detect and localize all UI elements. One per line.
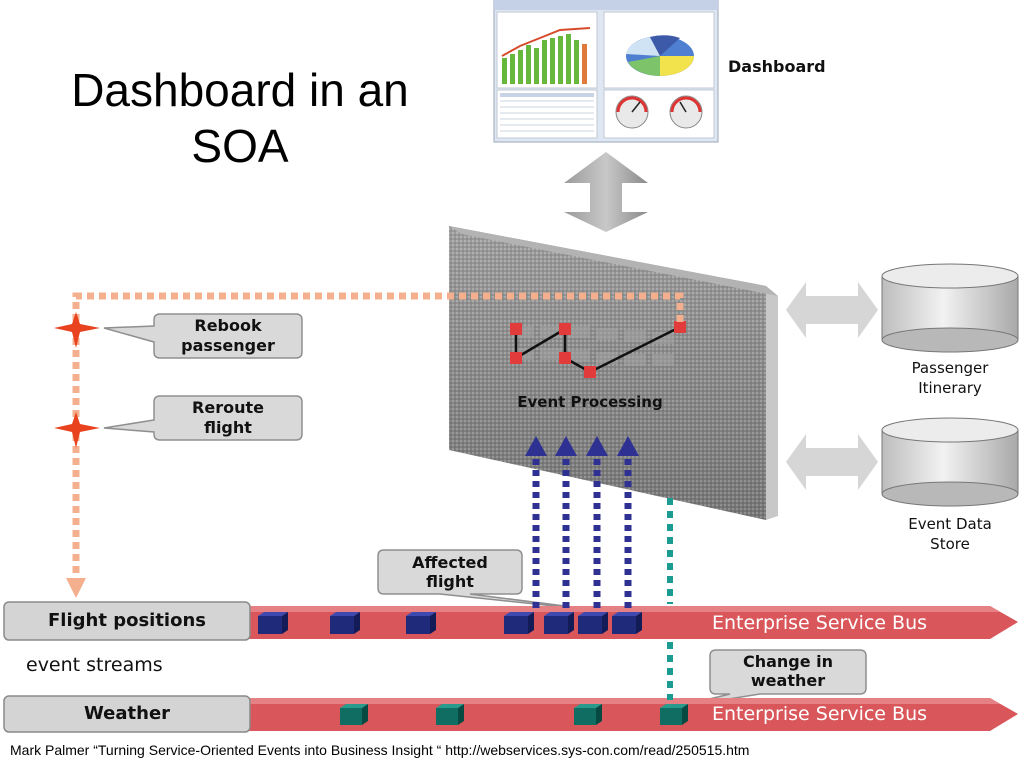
thumbnail-bar-chart (501, 27, 591, 84)
event-processing-panel (449, 226, 778, 520)
callout-rebook-bubble (103, 313, 303, 359)
flight-cube (330, 612, 360, 634)
weather-change-line-1: Change in (742, 652, 834, 671)
thumbnail-table (500, 93, 594, 132)
dashboard-label: Dashboard (728, 57, 826, 76)
reroute-line-2: flight (204, 418, 252, 437)
flight-event-cubes (258, 612, 642, 634)
page-title: Dashboard in an SOA (40, 62, 440, 174)
action-star-reroute (54, 412, 100, 448)
event-data-store (881, 417, 1019, 507)
event-streams-label: event streams (26, 654, 163, 676)
dashboard-thumbnail (493, 0, 719, 143)
flight-cube (544, 612, 574, 634)
source-credit: Mark Palmer “Turning Service-Oriented Ev… (10, 742, 750, 758)
esb-label-top: Enterprise Service Bus (712, 612, 928, 634)
rebook-callout-text: Rebook passenger (154, 316, 302, 356)
affected-line-2: flight (426, 572, 474, 591)
weather-tab (3, 695, 251, 733)
rebook-line-2: passenger (181, 336, 275, 355)
dashboard-link-arrow (564, 152, 648, 232)
flight-positions-tab (3, 601, 251, 641)
weather-label: Weather (83, 703, 171, 724)
callout-affected-bubble (377, 549, 613, 613)
esb-label-bottom: Enterprise Service Bus (712, 703, 928, 725)
thumbnail-pie-chart (626, 35, 694, 76)
flight-cube (258, 612, 288, 634)
passenger-itinerary-label: Passenger Itinerary (880, 358, 1020, 398)
store-link-arrows (786, 282, 878, 490)
passenger-itinerary-line-1: Passenger (911, 359, 989, 377)
weather-cube (660, 704, 688, 725)
flight-cube (406, 612, 436, 634)
weather-event-cubes (340, 704, 688, 725)
title-line-1: Dashboard in an (71, 64, 409, 116)
event-data-store-line-2: Store (930, 535, 970, 553)
feedback-arrowhead (66, 578, 86, 598)
weather-cube (574, 704, 602, 725)
title-line-2: SOA (191, 120, 289, 172)
reroute-line-1: Reroute (192, 398, 264, 417)
flight-cube (612, 612, 642, 634)
callout-reroute-bubble (103, 395, 303, 441)
flight-event-arrows (532, 452, 632, 608)
flight-positions-label: Flight positions (47, 610, 206, 631)
weather-cube (436, 704, 464, 725)
affected-line-1: Affected (412, 553, 488, 572)
event-data-store-label: Event Data Store (880, 514, 1020, 554)
weather-change-callout-text: Change in weather (710, 652, 866, 690)
passenger-itinerary-line-2: Itinerary (918, 379, 982, 397)
flight-cube (578, 612, 608, 634)
flight-event-arrowheads (525, 436, 639, 456)
thumbnail-gauges (615, 95, 703, 129)
weather-cube (340, 704, 368, 725)
action-star-rebook (54, 312, 100, 348)
flight-cube (504, 612, 534, 634)
rebook-line-1: Rebook (194, 316, 262, 335)
passenger-itinerary-store (881, 263, 1019, 353)
event-data-store-line-1: Event Data (908, 515, 992, 533)
affected-callout-text: Affected flight (378, 553, 522, 591)
weather-change-line-2: weather (750, 671, 826, 690)
event-processing-label: Event Processing (517, 393, 663, 411)
reroute-callout-text: Reroute flight (154, 398, 302, 438)
